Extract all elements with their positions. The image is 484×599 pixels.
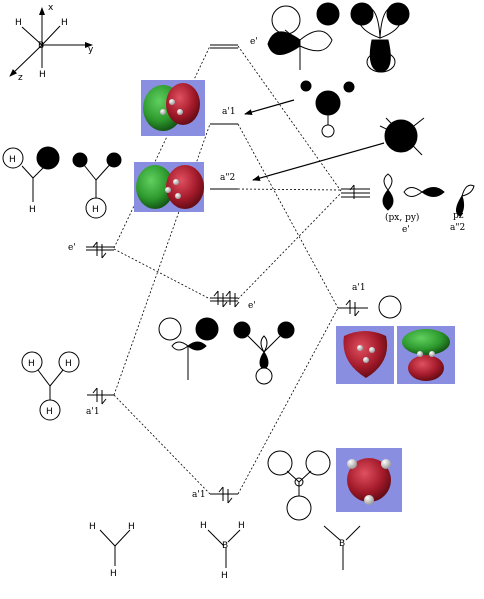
mo-render-a1-upper (141, 80, 205, 136)
skeleton-b (323, 525, 361, 570)
electron-eb-2 (222, 293, 228, 308)
axis-atom-h1: H (15, 18, 22, 28)
sketch-e-bonding (158, 317, 295, 385)
axis-atom-b: B (38, 41, 44, 51)
label-a1-lower: a'1 (192, 490, 206, 500)
electron-a1l-1 (218, 486, 224, 501)
label-boron-e: e' (402, 225, 410, 235)
electron-bs-2 (354, 302, 360, 317)
label-pz: pz (453, 211, 464, 221)
label-boron-a2: a"2 (450, 223, 465, 233)
mo-render-e-bonding-2 (397, 326, 455, 384)
skeleton-h3-h1: H (89, 522, 96, 532)
mo-render-e-bonding-1 (336, 326, 394, 384)
skeleton-h3-h2: H (128, 522, 135, 532)
electron-h3e-1 (92, 241, 98, 256)
skeleton-h3 (99, 529, 131, 566)
electron-bs-1 (345, 299, 351, 314)
h3e-atom-h4: H (92, 205, 99, 215)
electron-eb-3 (225, 290, 231, 305)
axis-y-label: y (88, 45, 94, 55)
label-a1-upper: a'1 (222, 107, 236, 117)
mo-render-a2 (134, 162, 204, 212)
mo-render-a1-lower (336, 448, 402, 512)
skeleton-bh3 (207, 529, 241, 568)
axis-x-label: x (48, 3, 54, 13)
h3-levels: e' a'1 (68, 243, 114, 417)
label-h3-e: e' (68, 243, 76, 253)
label-h3-a1: a'1 (86, 407, 100, 417)
h3a1-atom-h3: H (46, 407, 53, 417)
skeleton-bh3-h3: H (221, 571, 228, 581)
sketch-e-upper (267, 2, 410, 73)
h3e-atom-h3: H (29, 205, 36, 215)
axis-atom-h3: H (39, 70, 46, 80)
sketch-h3-e: H H H (2, 146, 122, 219)
sketch-boron-s (379, 117, 425, 156)
axis-atom-h2: H (61, 18, 68, 28)
electron-eb-1 (213, 290, 219, 305)
electron-h3a1-2 (101, 390, 107, 405)
correlation-lines (113, 45, 342, 495)
skeleton-b-b: B (339, 539, 345, 549)
sketch-a1-upper (300, 80, 355, 138)
electron-eb-4 (234, 293, 240, 308)
label-e-upper: e' (250, 37, 258, 47)
sketch-h3-a1: H H H (21, 351, 80, 421)
electron-bp-1 (349, 184, 355, 199)
label-pxpy: (px, py) (385, 212, 419, 223)
axis-system: x y z H H H B (9, 3, 94, 83)
label-a2: a"2 (220, 173, 235, 183)
skeleton-h3-h3: H (110, 569, 117, 579)
skeleton-bh3-h1: H (200, 521, 207, 531)
skeleton-bh3-b: B (222, 541, 228, 551)
sketch-a1-bonding (267, 450, 331, 521)
energy-levels: e' a'1 a"2 e' a'1 (192, 37, 258, 500)
sketch-boron-s-ao (378, 295, 402, 319)
b-levels: a'1 (338, 188, 370, 309)
electron-h3a1-1 (92, 387, 98, 402)
electron-a1l-2 (227, 489, 233, 504)
skeleton-bh3-h2: H (238, 521, 245, 531)
h3a1-atom-h1: H (28, 359, 35, 369)
electrons (92, 184, 360, 504)
h3a1-atom-h2: H (65, 359, 72, 369)
pointer-arrows (244, 99, 385, 181)
electron-h3e-2 (101, 244, 107, 259)
label-e-bonding: e' (248, 301, 256, 311)
h3e-atom-h1: H (9, 155, 16, 165)
axis-z-label: z (18, 73, 23, 83)
label-b-a1: a'1 (352, 283, 366, 293)
sketch-boron-p (382, 173, 475, 217)
